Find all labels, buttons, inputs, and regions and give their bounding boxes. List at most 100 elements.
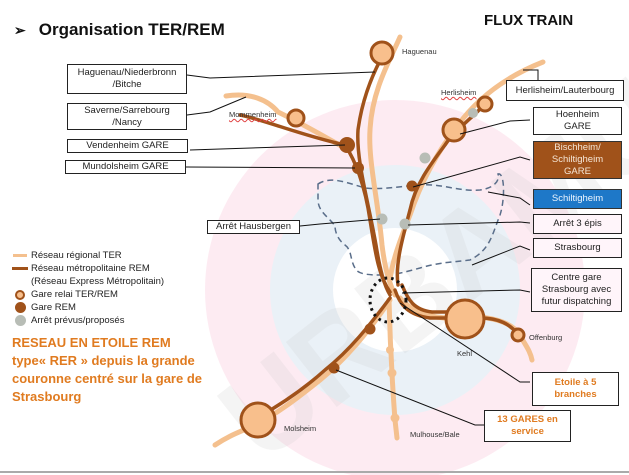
rem-line-kehl-2 [400, 283, 467, 314]
stop-hausbergen [376, 213, 388, 225]
callout-arret-3-epis: Arrêt 3 épis [533, 214, 622, 234]
stop-3-epis [399, 218, 411, 230]
station-rem-sw2 [328, 362, 340, 374]
station-offenburg [510, 327, 526, 343]
callout-line: GARE [564, 166, 591, 177]
legend-label: Réseau métropolitaine REM [31, 263, 150, 274]
label-molsheim: Molsheim [284, 424, 317, 433]
label-herlisheim: Herlisheim [441, 88, 477, 97]
callout-line: Strasbourg [554, 242, 601, 253]
legend-label: Gare relai TER/REM [31, 289, 118, 300]
label-mulhouse: Mulhouse/Bale [410, 430, 460, 439]
callout-strasbourg: Strasbourg [533, 238, 622, 258]
callout-line: service [511, 426, 544, 437]
arrow-bullet-icon: ➢ [14, 22, 26, 38]
callout-line: Mundolsheim GARE [82, 161, 169, 172]
callout-centre-gare: Centre gare Strasbourg avec futur dispat… [531, 268, 622, 312]
callout-saverne-sarrebourg: Saverne/Sarrebourg /Nancy [67, 103, 187, 130]
station-molsheim [239, 401, 277, 439]
station-herlisheim [476, 95, 494, 113]
callout-line: /Bitche [112, 79, 142, 90]
callout-line: Saverne/Sarrebourg [84, 104, 170, 116]
callout-herlisheim-lauterbourg: Herlisheim/Lauterbourg [506, 80, 624, 101]
callout-schiltigheim: Schiltigheim [533, 189, 622, 209]
station-vendenheim [339, 137, 355, 153]
rem-line-swatch-icon [12, 262, 28, 275]
callout-line: GARE [564, 121, 591, 132]
callout-line: branches [554, 389, 597, 400]
callout-line: Strasbourg avec [541, 284, 612, 295]
callout-etoile-5: Etoile à 5 branches [532, 372, 619, 406]
summary-line: RESEAU EN ETOILE REM [12, 335, 171, 350]
callout-line: Arrêt Hausbergen [216, 221, 291, 232]
page-title: ➢ Organisation TER/REM [14, 20, 225, 40]
callout-line: /Nancy [112, 116, 142, 128]
network-summary: RESEAU EN ETOILE REM type« RER » depuis … [12, 334, 212, 406]
station-haguenau [369, 40, 395, 66]
rem-station-swatch-icon [12, 301, 28, 314]
callout-line: Schiltigheim [551, 154, 604, 165]
callout-bischheim: Bischheim/ Schiltigheim GARE [533, 141, 622, 179]
legend-item-rem: Réseau métropolitaine REM [12, 262, 164, 275]
legend-item-ter: Réseau régional TER [12, 249, 164, 262]
legend-label: Réseau régional TER [31, 250, 122, 261]
callout-line: Arrêt 3 épis [553, 218, 602, 229]
callout-line: Vendenheim GARE [86, 140, 169, 151]
page-title-text: Organisation TER/REM [38, 20, 225, 39]
relay-station-swatch-icon [12, 288, 28, 301]
callout-line: Hoenheim [555, 109, 600, 120]
ter-line-swatch-icon [12, 249, 28, 262]
legend: Réseau régional TER Réseau métropolitain… [12, 249, 164, 327]
summary-line: type« RER » depuis la grande [12, 353, 195, 368]
leader-lines [185, 69, 539, 426]
label-haguenau: Haguenau [402, 47, 437, 56]
callout-line: Herlisheim/Lauterbourg [515, 84, 615, 96]
label-offenburg: Offenburg [529, 333, 563, 342]
station-mundolsheim [352, 162, 364, 174]
callout-hausbergen: Arrêt Hausbergen [207, 220, 300, 234]
callout-mundolsheim: Mundolsheim GARE [65, 160, 186, 174]
station-hoenheim [441, 117, 467, 143]
callout-line: Haguenau/Niederbronn [77, 67, 177, 78]
callout-line: futur dispatching [541, 296, 612, 307]
stop-ter-3 [390, 413, 400, 423]
callout-13-gares: 13 GARES en service [484, 410, 571, 442]
planned-stop-swatch-icon [12, 314, 28, 327]
callout-hoenheim: Hoenheim GARE [533, 107, 622, 135]
legend-item-planned: Arrêt prévus/proposés [12, 314, 164, 327]
station-rem-sw1 [364, 323, 376, 335]
callout-line: Etoile à 5 [554, 377, 597, 388]
bottom-divider [0, 471, 629, 473]
callout-line: Bischheim/ [554, 142, 601, 153]
stop-planned-2 [419, 152, 431, 164]
legend-label: (Réseau Express Métropolitain) [31, 276, 165, 287]
legend-item-relay: Gare relai TER/REM [12, 288, 164, 301]
rem-line-kehl [393, 288, 467, 320]
legend-item-gare-rem: Gare REM [12, 301, 164, 314]
callout-line: Schiltigheim [551, 193, 604, 204]
ter-line-molsheim [212, 297, 393, 448]
rem-line-mommenheim [238, 113, 347, 147]
stop-ter-1 [386, 346, 394, 354]
planned-stops [376, 108, 478, 230]
relay-stations [239, 40, 526, 439]
legend-label: Arrêt prévus/proposés [31, 315, 125, 326]
station-bischheim [406, 180, 418, 192]
label-mommenheim: Mommenheim [229, 110, 277, 119]
callout-line: Centre gare [551, 272, 602, 283]
ter-stops [386, 346, 400, 423]
legend-spacer [12, 275, 28, 288]
central-dispatch-zone [368, 276, 408, 324]
stop-planned-1 [468, 108, 478, 118]
summary-line: Strasbourg [12, 389, 82, 404]
stop-ter-2 [387, 368, 397, 378]
callout-haguenau-niederbronn: Haguenau/Niederbronn /Bitche [67, 64, 187, 94]
rem-stations [328, 137, 418, 374]
ter-line-haguenau [367, 34, 403, 298]
label-kehl: Kehl [457, 349, 473, 358]
callout-line: 13 GARES en [497, 414, 558, 425]
flux-train-title: FLUX TRAIN [484, 12, 574, 29]
rem-line-molsheim [255, 296, 392, 420]
